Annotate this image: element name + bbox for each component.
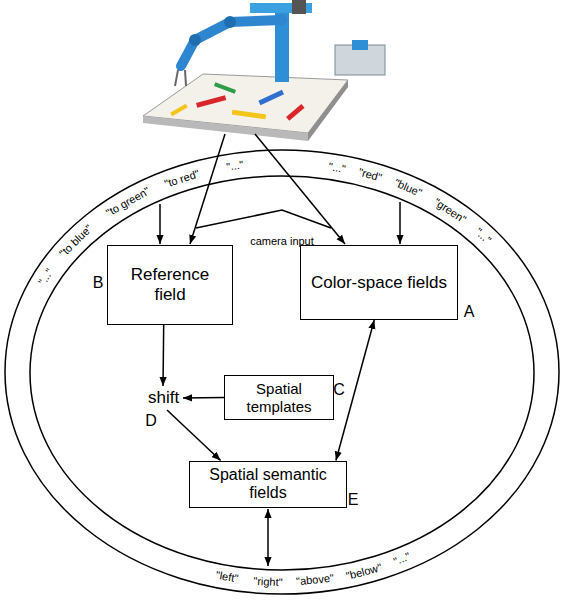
camera-arrow [255,134,345,244]
word-arrow [399,202,401,244]
tool [196,95,226,108]
field-box: Spatial semantic fields [189,461,347,508]
tool [214,82,236,93]
node-label: Spatial templates [230,380,328,415]
node-label: Reference field [113,265,227,304]
outer-ellipse [5,150,559,594]
camera-arrow [190,134,225,244]
tool [258,90,284,106]
band-word: "..." [473,227,493,247]
field-box: Reference field [107,245,233,325]
band-word: "above" [295,573,334,588]
flow-arrow [162,325,164,386]
band-word: "blue" [393,178,424,199]
band-word: "..." [37,267,55,287]
table-front [143,116,308,141]
band-word: "red" [357,167,383,184]
inner-ellipse [30,176,534,570]
band-word: "green" [432,196,468,225]
camera [292,0,306,14]
table-side [308,80,348,141]
gripper [185,70,186,86]
callout-letter: B [93,275,104,291]
band-word: "left" [215,570,239,585]
flow-arrow [183,397,224,399]
band-word: "below" [345,562,383,582]
callout-letter: A [464,304,475,320]
word-arrow [159,204,161,244]
callout-letter: C [333,382,345,398]
robot-joint [189,34,201,46]
band-word: "right" [253,576,283,588]
gripper [175,70,178,86]
field-box: Color-space fields [300,245,458,320]
tool [232,110,266,120]
robot-illustration [143,0,385,141]
node-label: shift [148,388,178,408]
band-word: "..." [393,551,413,568]
flow-arrow [167,410,221,461]
band-word: "..." [226,160,244,173]
band-word: "to green" [105,185,152,218]
node-label: Spatial semantic fields [195,466,341,503]
callout-letter: D [145,413,157,429]
tool [286,104,305,121]
band-word: "..." [328,161,347,175]
field-box: Spatial templates [224,375,334,420]
operation-node: shift [143,386,183,410]
callout-letter: E [348,492,359,508]
robot-joint [224,16,236,28]
equipment [352,40,368,50]
annotation: camera input [250,236,314,247]
node-label: Color-space fields [311,273,447,293]
camera-bracket [196,210,331,228]
band-word: "to blue" [58,222,95,258]
word-arrow [267,509,269,566]
band-word: "to red" [163,168,201,190]
tool [170,104,188,116]
